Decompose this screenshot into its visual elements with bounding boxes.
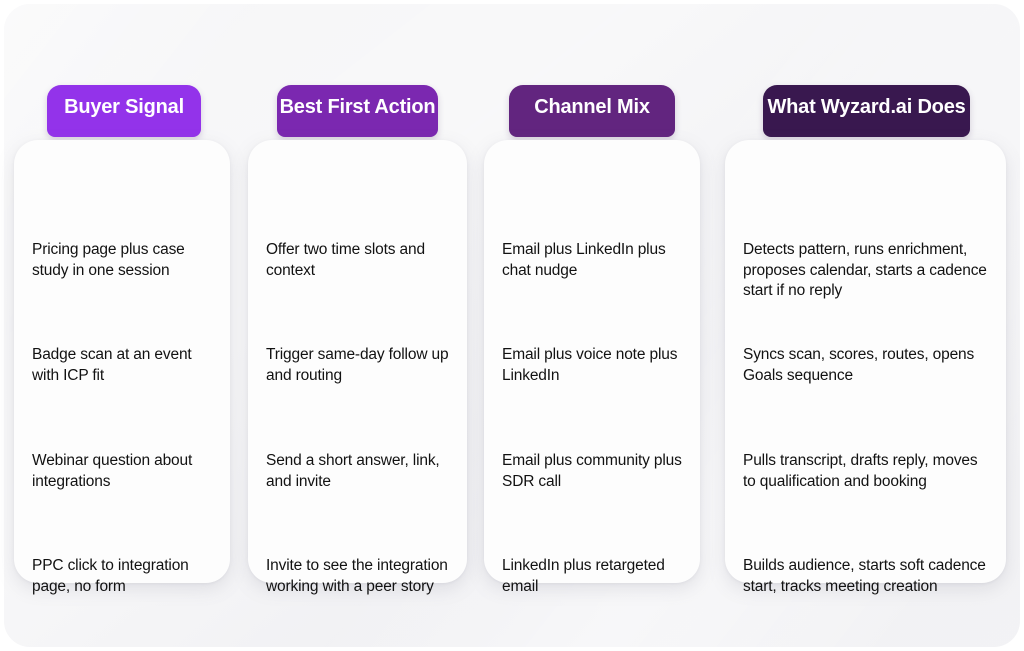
cell-channel-mix-4: LinkedIn plus retargeted email xyxy=(502,557,665,595)
column-card-what-wyzard-ai-does: Detects pattern, runs enrichment, propos… xyxy=(725,140,1006,595)
column-header-channel-mix[interactable]: Channel Mix xyxy=(509,85,675,137)
cell-best-first-action-3: Send a short answer, link, and invite xyxy=(266,452,440,490)
cell-buyer-signal-1: Pricing page plus case study in one sess… xyxy=(32,241,185,279)
cell-channel-mix-3: Email plus community plus SDR call xyxy=(502,452,682,490)
column-header-what-wyzard-ai-does[interactable]: What Wyzard.ai Does xyxy=(763,85,970,137)
column-card-best-first-action: Offer two time slots and context Trigger… xyxy=(248,140,467,595)
cell-buyer-signal-4: PPC click to integration page, no form xyxy=(32,557,189,595)
cell-what-wyzard-ai-does-1: Detects pattern, runs enrichment, propos… xyxy=(743,241,987,299)
column-header-label: Channel Mix xyxy=(534,96,650,118)
cell-what-wyzard-ai-does-2: Syncs scan, scores, routes, opens Goals … xyxy=(743,346,975,384)
cell-channel-mix-1: Email plus LinkedIn plus chat nudge xyxy=(502,241,666,279)
cell-buyer-signal-2: Badge scan at an event with ICP fit xyxy=(32,346,192,384)
column-header-buyer-signal[interactable]: Buyer Signal xyxy=(47,85,201,137)
cell-best-first-action-4: Invite to see the integration working wi… xyxy=(266,557,448,595)
column-header-label: Buyer Signal xyxy=(64,96,184,118)
column-card-channel-mix: Email plus LinkedIn plus chat nudge Emai… xyxy=(484,140,700,595)
cell-what-wyzard-ai-does-3: Pulls transcript, drafts reply, moves to… xyxy=(743,452,978,490)
cell-best-first-action-1: Offer two time slots and context xyxy=(266,241,425,279)
cell-buyer-signal-3: Webinar question about integrations xyxy=(32,452,193,490)
cell-channel-mix-2: Email plus voice note plus LinkedIn xyxy=(502,346,678,384)
cell-what-wyzard-ai-does-4: Builds audience, starts soft cadence sta… xyxy=(743,557,986,595)
column-header-label: Best First Action xyxy=(279,96,436,118)
column-card-buyer-signal: Pricing page plus case study in one sess… xyxy=(14,140,230,595)
column-header-best-first-action[interactable]: Best First Action xyxy=(277,85,438,137)
column-header-label: What Wyzard.ai Does xyxy=(767,96,966,118)
cell-best-first-action-2: Trigger same-day follow up and routing xyxy=(266,346,449,384)
